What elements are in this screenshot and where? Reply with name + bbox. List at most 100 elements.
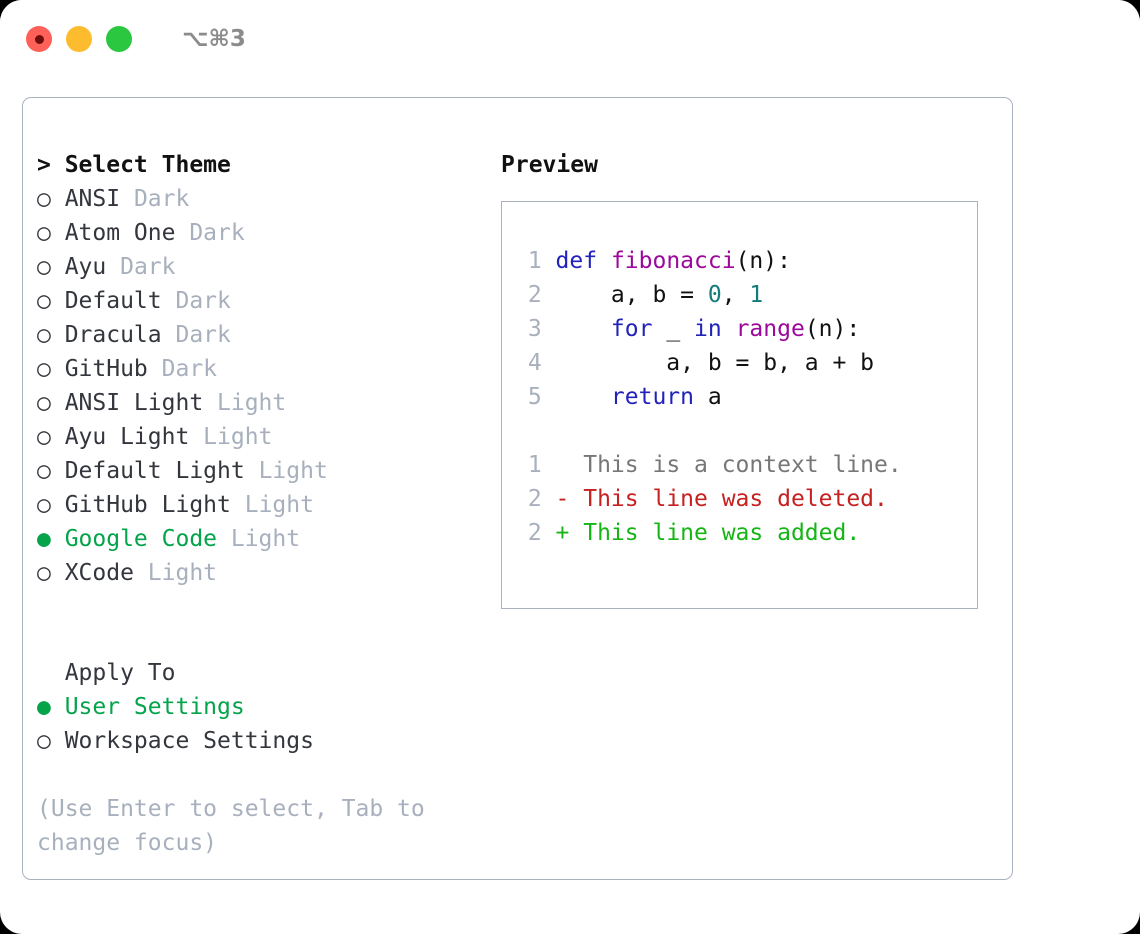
line-number: 2 <box>527 520 542 546</box>
title-bar: ⌥⌘3 <box>0 0 1140 78</box>
theme-option-xcode[interactable]: ○ XCode Light <box>37 556 487 590</box>
line-number: 2 <box>527 486 542 512</box>
code-token <box>556 316 611 342</box>
theme-variant-badge: Light <box>217 390 287 416</box>
theme-variant-badge: Dark <box>189 220 245 246</box>
code-token: a, b = <box>555 282 708 308</box>
line-number: 4 <box>527 350 542 376</box>
apply-to-option-workspace-settings[interactable]: ○ Workspace Settings <box>37 724 487 758</box>
maximize-button[interactable] <box>106 26 132 52</box>
line-number: 5 <box>527 384 542 410</box>
diff-line-ctx: 1 This is a context line. <box>502 448 977 482</box>
theme-option-dracula[interactable]: ○ Dracula Dark <box>37 318 487 352</box>
diff-line-del: 2- This line was deleted. <box>502 482 977 516</box>
radio-unselected-icon: ○ <box>37 220 51 246</box>
diff-line-add: 2+ This line was added. <box>502 516 977 550</box>
radio-unselected-icon: ○ <box>37 458 51 484</box>
select-theme-header: > Select Theme <box>37 152 231 178</box>
minimize-button[interactable] <box>66 26 92 52</box>
line-number: 3 <box>527 316 542 342</box>
apply-to-option-label: Workspace Settings <box>50 728 314 754</box>
main-panel: > Select Theme ○ ANSI Dark○ Atom One Dar… <box>22 97 1013 880</box>
code-token: 0 <box>707 282 722 308</box>
theme-variant-badge: Dark <box>175 322 231 348</box>
radio-unselected-icon: ○ <box>37 254 51 280</box>
theme-option-label: GitHub Light <box>50 492 245 518</box>
radio-unselected-icon: ○ <box>37 728 51 754</box>
code-token: (n): <box>804 316 861 342</box>
theme-list[interactable]: ○ ANSI Dark○ Atom One Dark○ Ayu Dark○ De… <box>37 182 487 590</box>
diff-sample: 1 This is a context line.2- This line wa… <box>502 448 977 550</box>
code-token <box>722 316 736 342</box>
code-token: a, b = b, a + b <box>555 350 875 376</box>
theme-option-google-code[interactable]: ● Google Code Light <box>37 522 487 556</box>
close-button[interactable] <box>26 26 52 52</box>
theme-option-label: Default <box>50 288 176 314</box>
code-line: 5 return a <box>502 380 977 414</box>
theme-variant-badge: Light <box>244 492 314 518</box>
radio-unselected-icon: ○ <box>37 492 51 518</box>
code-token: fibonacci <box>610 248 736 274</box>
keyboard-shortcut-label: ⌥⌘3 <box>182 26 246 52</box>
theme-variant-badge: Dark <box>133 186 190 212</box>
theme-option-label: XCode <box>50 560 148 586</box>
theme-variant-badge: Light <box>203 424 273 450</box>
radio-selected-icon: ● <box>37 694 51 720</box>
apply-to-options[interactable]: ● User Settings○ Workspace Settings <box>37 690 487 758</box>
radio-unselected-icon: ○ <box>37 288 51 314</box>
diff-marker <box>556 452 570 478</box>
radio-unselected-icon: ○ <box>37 322 51 348</box>
code-token: return <box>610 384 695 410</box>
apply-to-option-user-settings[interactable]: ● User Settings <box>37 690 487 724</box>
code-token: def <box>555 248 598 274</box>
theme-option-default[interactable]: ○ Default Dark <box>37 284 487 318</box>
theme-option-default-light[interactable]: ○ Default Light Light <box>37 454 487 488</box>
theme-option-label: GitHub <box>50 356 162 382</box>
theme-option-github-light[interactable]: ○ GitHub Light Light <box>37 488 487 522</box>
theme-picker-column: > Select Theme ○ ANSI Dark○ Atom One Dar… <box>37 148 487 860</box>
theme-option-label: Dracula <box>50 322 176 348</box>
theme-option-ayu-light[interactable]: ○ Ayu Light Light <box>37 420 487 454</box>
diff-text: This line was deleted. <box>569 486 888 512</box>
apply-to-label: Apply To <box>37 660 176 686</box>
code-line: 4 a, b = b, a + b <box>502 346 977 380</box>
code-token: a <box>694 384 722 410</box>
theme-option-ansi[interactable]: ○ ANSI Dark <box>37 182 487 216</box>
theme-option-label: ANSI <box>50 186 134 212</box>
radio-unselected-icon: ○ <box>37 560 51 586</box>
code-token: (n): <box>735 248 791 274</box>
theme-option-ayu[interactable]: ○ Ayu Dark <box>37 250 487 284</box>
theme-variant-badge: Light <box>230 526 301 552</box>
theme-option-label: Google Code <box>50 526 231 552</box>
code-token: _ <box>652 316 695 342</box>
theme-option-ansi-light[interactable]: ○ ANSI Light Light <box>37 386 487 420</box>
apply-to-option-label: User Settings <box>50 694 245 720</box>
apply-to-section: Apply To ● User Settings○ Workspace Sett… <box>37 656 487 758</box>
theme-variant-badge: Dark <box>120 254 176 280</box>
theme-option-github[interactable]: ○ GitHub Dark <box>37 352 487 386</box>
code-line: 2 a, b = 0, 1 <box>502 278 977 312</box>
code-token: for <box>610 316 653 342</box>
code-token: in <box>694 316 722 342</box>
code-token: 1 <box>749 282 764 308</box>
code-line: 3 for _ in range(n): <box>502 312 977 346</box>
code-token <box>556 384 611 410</box>
keyboard-hint-text: (Use Enter to select, Tab to change focu… <box>37 796 425 856</box>
theme-option-atom-one[interactable]: ○ Atom One Dark <box>37 216 487 250</box>
code-diff-spacer <box>502 414 977 448</box>
theme-variant-badge: Dark <box>175 288 231 314</box>
theme-option-label: Ayu Light <box>50 424 204 450</box>
theme-variant-badge: Light <box>258 458 328 484</box>
theme-option-label: Ayu <box>50 254 121 280</box>
radio-unselected-icon: ○ <box>37 356 51 382</box>
radio-unselected-icon: ○ <box>37 424 51 450</box>
line-number: 2 <box>527 282 542 308</box>
radio-unselected-icon: ○ <box>37 186 51 212</box>
code-token: , <box>721 282 750 308</box>
theme-option-label: Default Light <box>50 458 259 484</box>
radio-selected-icon: ● <box>37 526 51 552</box>
code-token: range <box>735 316 805 342</box>
